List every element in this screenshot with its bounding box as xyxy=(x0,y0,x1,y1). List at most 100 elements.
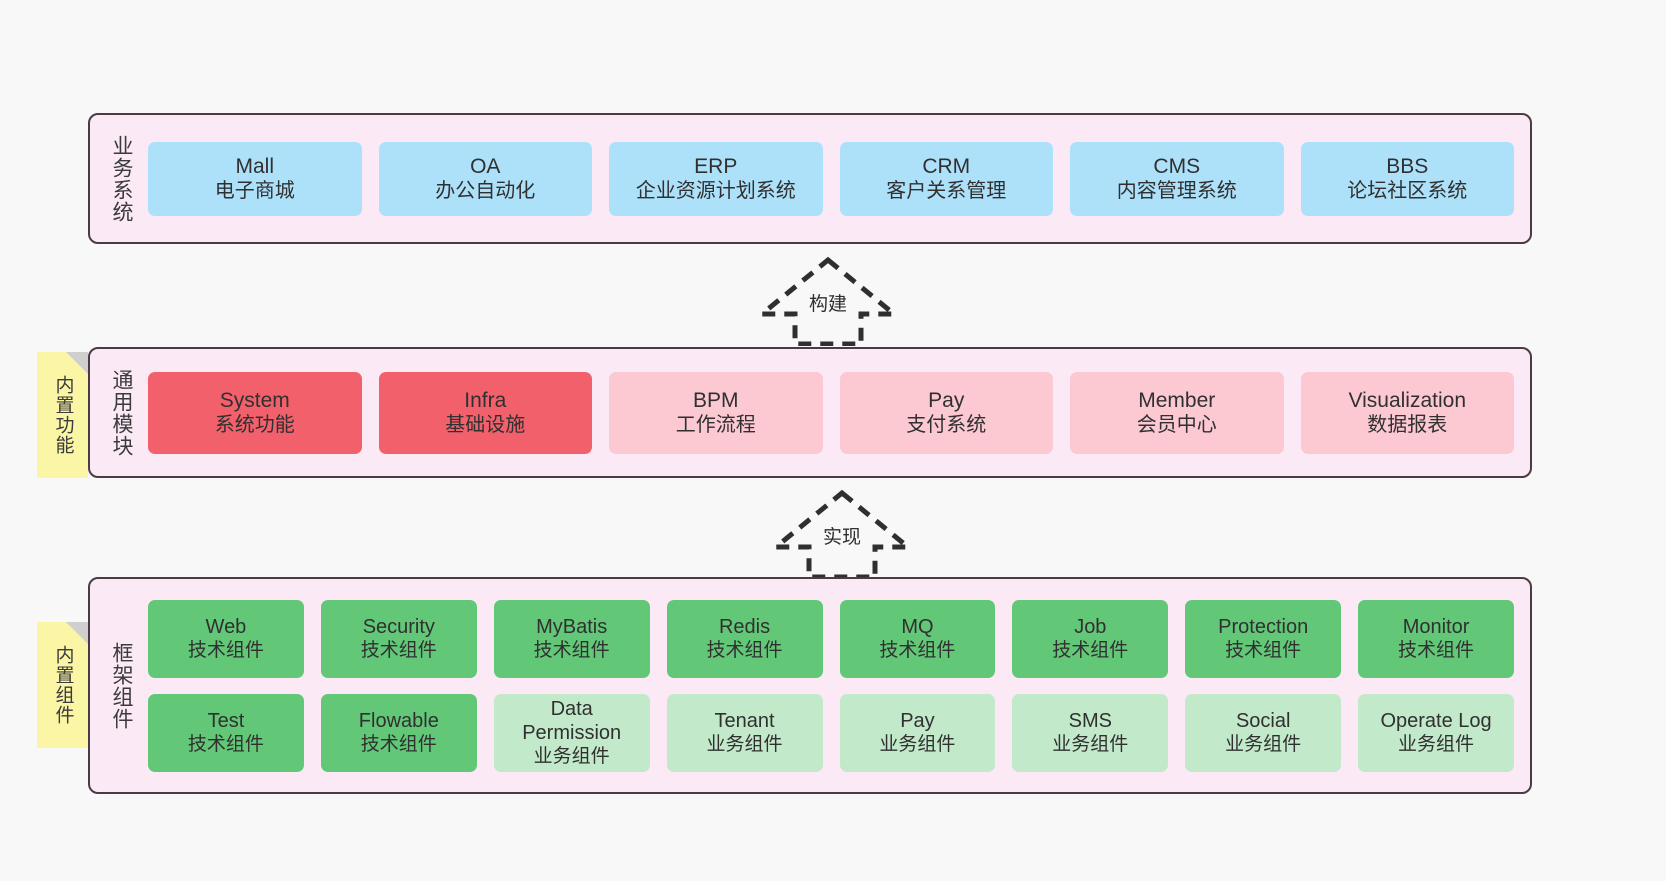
node-subtitle: 支付系统 xyxy=(906,414,987,437)
layer-body-business-systems: Mall 电子商城 OA 办公自动化 ERP 企业资源计划系统 CRM 客户关系… xyxy=(138,115,1530,242)
node-monitor[interactable]: Monitor 技术组件 xyxy=(1358,599,1514,678)
node-subtitle: 技术组件 xyxy=(1398,640,1475,662)
node-subtitle: 客户关系管理 xyxy=(886,180,1007,203)
node-mybatis[interactable]: MyBatis 技术组件 xyxy=(493,599,650,678)
node-title: Visualization xyxy=(1348,388,1467,412)
node-subtitle: 会员中心 xyxy=(1136,414,1217,437)
layer-title-business-systems: 业务系统 xyxy=(109,134,133,223)
node-cms[interactable]: CMS 内容管理系统 xyxy=(1070,141,1284,216)
node-visualization[interactable]: Visualization 数据报表 xyxy=(1300,371,1514,454)
node-title: Monitor xyxy=(1402,615,1470,638)
node-subtitle: 工作流程 xyxy=(675,414,756,437)
node-title: Flowable xyxy=(358,709,439,732)
node-subtitle: 技术组件 xyxy=(533,640,610,662)
node-subtitle: 业务组件 xyxy=(879,734,956,756)
node-subtitle: 技术组件 xyxy=(879,640,956,662)
node-title: Pay xyxy=(928,388,965,412)
node-operate-log[interactable]: Operate Log 业务组件 xyxy=(1358,693,1514,772)
layer-framework-components: 框架组件 Web 技术组件 Security 技术组件 MyBatis 技术组件… xyxy=(88,577,1532,794)
note-fold-icon xyxy=(66,622,88,644)
node-subtitle: 电子商城 xyxy=(214,180,295,203)
node-subtitle: 技术组件 xyxy=(187,640,264,662)
node-web[interactable]: Web 技术组件 xyxy=(148,599,304,678)
node-title: Web xyxy=(205,615,247,638)
node-protection[interactable]: Protection 技术组件 xyxy=(1185,599,1342,678)
node-title: Protection xyxy=(1218,615,1309,638)
layer-body-common-modules: System 系统功能 Infra 基础设施 BPM 工作流程 Pay 支付系统… xyxy=(138,349,1530,476)
node-erp[interactable]: ERP 企业资源计划系统 xyxy=(609,141,823,216)
node-social[interactable]: Social 业务组件 xyxy=(1185,693,1342,772)
node-pay-module[interactable]: Pay 支付系统 xyxy=(839,371,1053,454)
node-tenant[interactable]: Tenant 业务组件 xyxy=(666,693,823,772)
node-title: OA xyxy=(470,154,501,178)
node-title: Job xyxy=(1074,615,1107,638)
node-mq[interactable]: MQ 技术组件 xyxy=(839,599,996,678)
layer-body-framework-components: Web 技术组件 Security 技术组件 MyBatis 技术组件 Redi… xyxy=(138,579,1530,792)
node-oa[interactable]: OA 办公自动化 xyxy=(378,141,592,216)
note-text: 内置组件 xyxy=(52,645,74,725)
node-title: Infra xyxy=(464,388,507,412)
node-subtitle: 技术组件 xyxy=(187,734,264,756)
node-title: MQ xyxy=(901,615,934,638)
node-subtitle: 业务组件 xyxy=(706,734,783,756)
node-title: BBS xyxy=(1386,154,1429,178)
layer-business-systems: 业务系统 Mall 电子商城 OA 办公自动化 ERP 企业资源计划系统 CRM xyxy=(88,113,1532,244)
node-subtitle: 技术组件 xyxy=(360,640,437,662)
node-subtitle: 业务组件 xyxy=(1052,734,1129,756)
node-subtitle: 业务组件 xyxy=(1225,734,1302,756)
node-mall[interactable]: Mall 电子商城 xyxy=(148,141,362,216)
node-subtitle: 企业资源计划系统 xyxy=(635,180,796,203)
node-subtitle: 技术组件 xyxy=(1052,640,1129,662)
node-redis[interactable]: Redis 技术组件 xyxy=(666,599,823,678)
node-title: Operate Log xyxy=(1380,709,1492,732)
node-subtitle: 业务组件 xyxy=(533,746,610,768)
connector-build-label: 构建 xyxy=(805,293,851,316)
framework-tech-row: Web 技术组件 Security 技术组件 MyBatis 技术组件 Redi… xyxy=(148,599,1514,678)
node-subtitle: 技术组件 xyxy=(1225,640,1302,662)
node-pay-component[interactable]: Pay 业务组件 xyxy=(839,693,996,772)
node-data-permission[interactable]: Data Permission 业务组件 xyxy=(493,693,650,772)
node-flowable[interactable]: Flowable 技术组件 xyxy=(320,693,477,772)
node-infra[interactable]: Infra 基础设施 xyxy=(378,371,592,454)
node-title: BPM xyxy=(692,388,739,412)
node-title: Redis xyxy=(718,615,771,638)
connector-implement-label: 实现 xyxy=(819,526,865,549)
node-title: Member xyxy=(1138,388,1216,412)
note-text: 内置功能 xyxy=(52,375,74,455)
node-crm[interactable]: CRM 客户关系管理 xyxy=(839,141,1053,216)
node-bbs[interactable]: BBS 论坛社区系统 xyxy=(1300,141,1514,216)
node-system[interactable]: System 系统功能 xyxy=(148,371,362,454)
node-title: System xyxy=(219,388,290,412)
node-subtitle: 系统功能 xyxy=(214,414,295,437)
node-subtitle: 基础设施 xyxy=(445,414,526,437)
node-title: Test xyxy=(207,709,245,732)
node-bpm[interactable]: BPM 工作流程 xyxy=(609,371,823,454)
node-member[interactable]: Member 会员中心 xyxy=(1070,371,1284,454)
node-title: Tenant xyxy=(714,709,775,732)
node-subtitle: 技术组件 xyxy=(360,734,437,756)
framework-biz-row: Test 技术组件 Flowable 技术组件 Data Permission … xyxy=(148,693,1514,772)
node-test[interactable]: Test 技术组件 xyxy=(148,693,304,772)
node-sms[interactable]: SMS 业务组件 xyxy=(1012,693,1169,772)
node-title: ERP xyxy=(694,154,738,178)
connector-implement: 实现 xyxy=(772,489,912,579)
note-builtin-component: 内置组件 xyxy=(37,622,88,748)
node-title: Pay xyxy=(900,709,935,732)
connector-build: 构建 xyxy=(758,256,898,346)
node-title: Social xyxy=(1235,709,1291,732)
layer-title-common-modules: 通用模块 xyxy=(109,368,133,457)
node-security[interactable]: Security 技术组件 xyxy=(320,599,477,678)
node-subtitle: 内容管理系统 xyxy=(1116,180,1237,203)
node-subtitle: 数据报表 xyxy=(1367,414,1448,437)
note-builtin-function: 内置功能 xyxy=(37,352,88,478)
node-subtitle: 办公自动化 xyxy=(435,180,536,203)
node-title: MyBatis xyxy=(536,615,608,638)
node-title: CRM xyxy=(922,154,971,178)
note-fold-icon xyxy=(66,352,88,374)
layer-common-modules: 通用模块 System 系统功能 Infra 基础设施 BPM 工作流程 Pay xyxy=(88,347,1532,478)
node-job[interactable]: Job 技术组件 xyxy=(1012,599,1169,678)
node-title: SMS xyxy=(1068,709,1112,732)
node-title: Data Permission xyxy=(522,697,622,744)
node-subtitle: 业务组件 xyxy=(1398,734,1475,756)
